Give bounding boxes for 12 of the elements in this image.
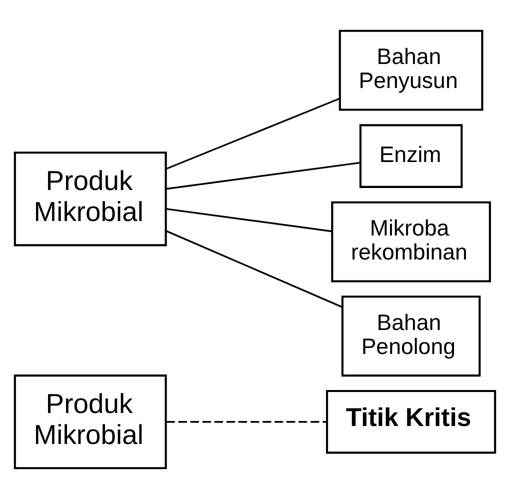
connector	[166, 161, 360, 190]
connector	[166, 97, 340, 170]
node-box: Enzim	[359, 124, 463, 188]
node-box: Mikroba rekombinan	[331, 200, 491, 282]
node-box: Produk Mikrobial	[14, 374, 167, 469]
connector	[166, 208, 332, 232]
node-box: Bahan Penyusun	[338, 29, 484, 110]
connector	[166, 420, 326, 422]
node-box: Bahan Penolong	[341, 295, 481, 376]
connector	[166, 230, 343, 308]
node-box: Produk Mikrobial	[14, 151, 167, 246]
node-box: Titik Kritis	[326, 389, 496, 454]
